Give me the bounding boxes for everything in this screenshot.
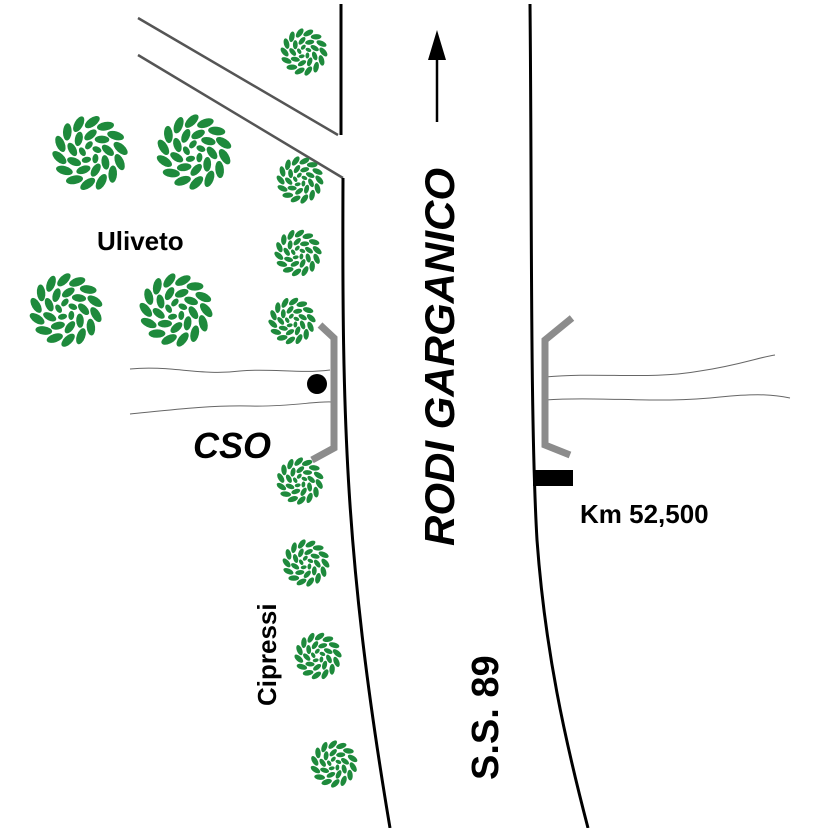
km-marker-icon (533, 470, 573, 486)
tree-icon (139, 273, 213, 347)
tree-icon (310, 740, 358, 788)
tree-icon (156, 114, 232, 190)
tree-icon (280, 28, 328, 76)
tree-icon (294, 632, 342, 680)
north-arrow-icon (428, 30, 446, 60)
road-code-label: S.S. 89 (465, 655, 507, 780)
trees (29, 28, 358, 788)
site-dot-icon (307, 374, 327, 394)
kilometre-label: Km 52,500 (580, 499, 709, 529)
tree-icon (276, 156, 324, 204)
bridge-parapet-right (541, 315, 575, 459)
tree-icon (268, 297, 316, 345)
cypresses-label: Cipressi (252, 603, 282, 706)
side-road-edge-upper (137, 16, 339, 137)
olive-grove-label: Uliveto (97, 226, 184, 256)
stream-bank-left-upper (129, 367, 331, 373)
tree-icon (274, 229, 322, 277)
tree-icon (52, 115, 128, 191)
tree-icon (282, 539, 330, 587)
bridge-parapet-left (310, 322, 338, 464)
road-edge-right (528, 3, 590, 828)
stream-bank-left-lower (129, 401, 333, 415)
tree-icon (29, 273, 103, 347)
site-label: CSO (193, 425, 271, 466)
road-edge-left (341, 177, 392, 828)
stream-bank-right-lower (544, 394, 791, 401)
stream-bank-right-upper (544, 354, 776, 378)
road-name-label: RODI GARGANICO (416, 168, 463, 546)
tree-icon (276, 457, 324, 505)
side-road-edge-lower (137, 53, 344, 180)
